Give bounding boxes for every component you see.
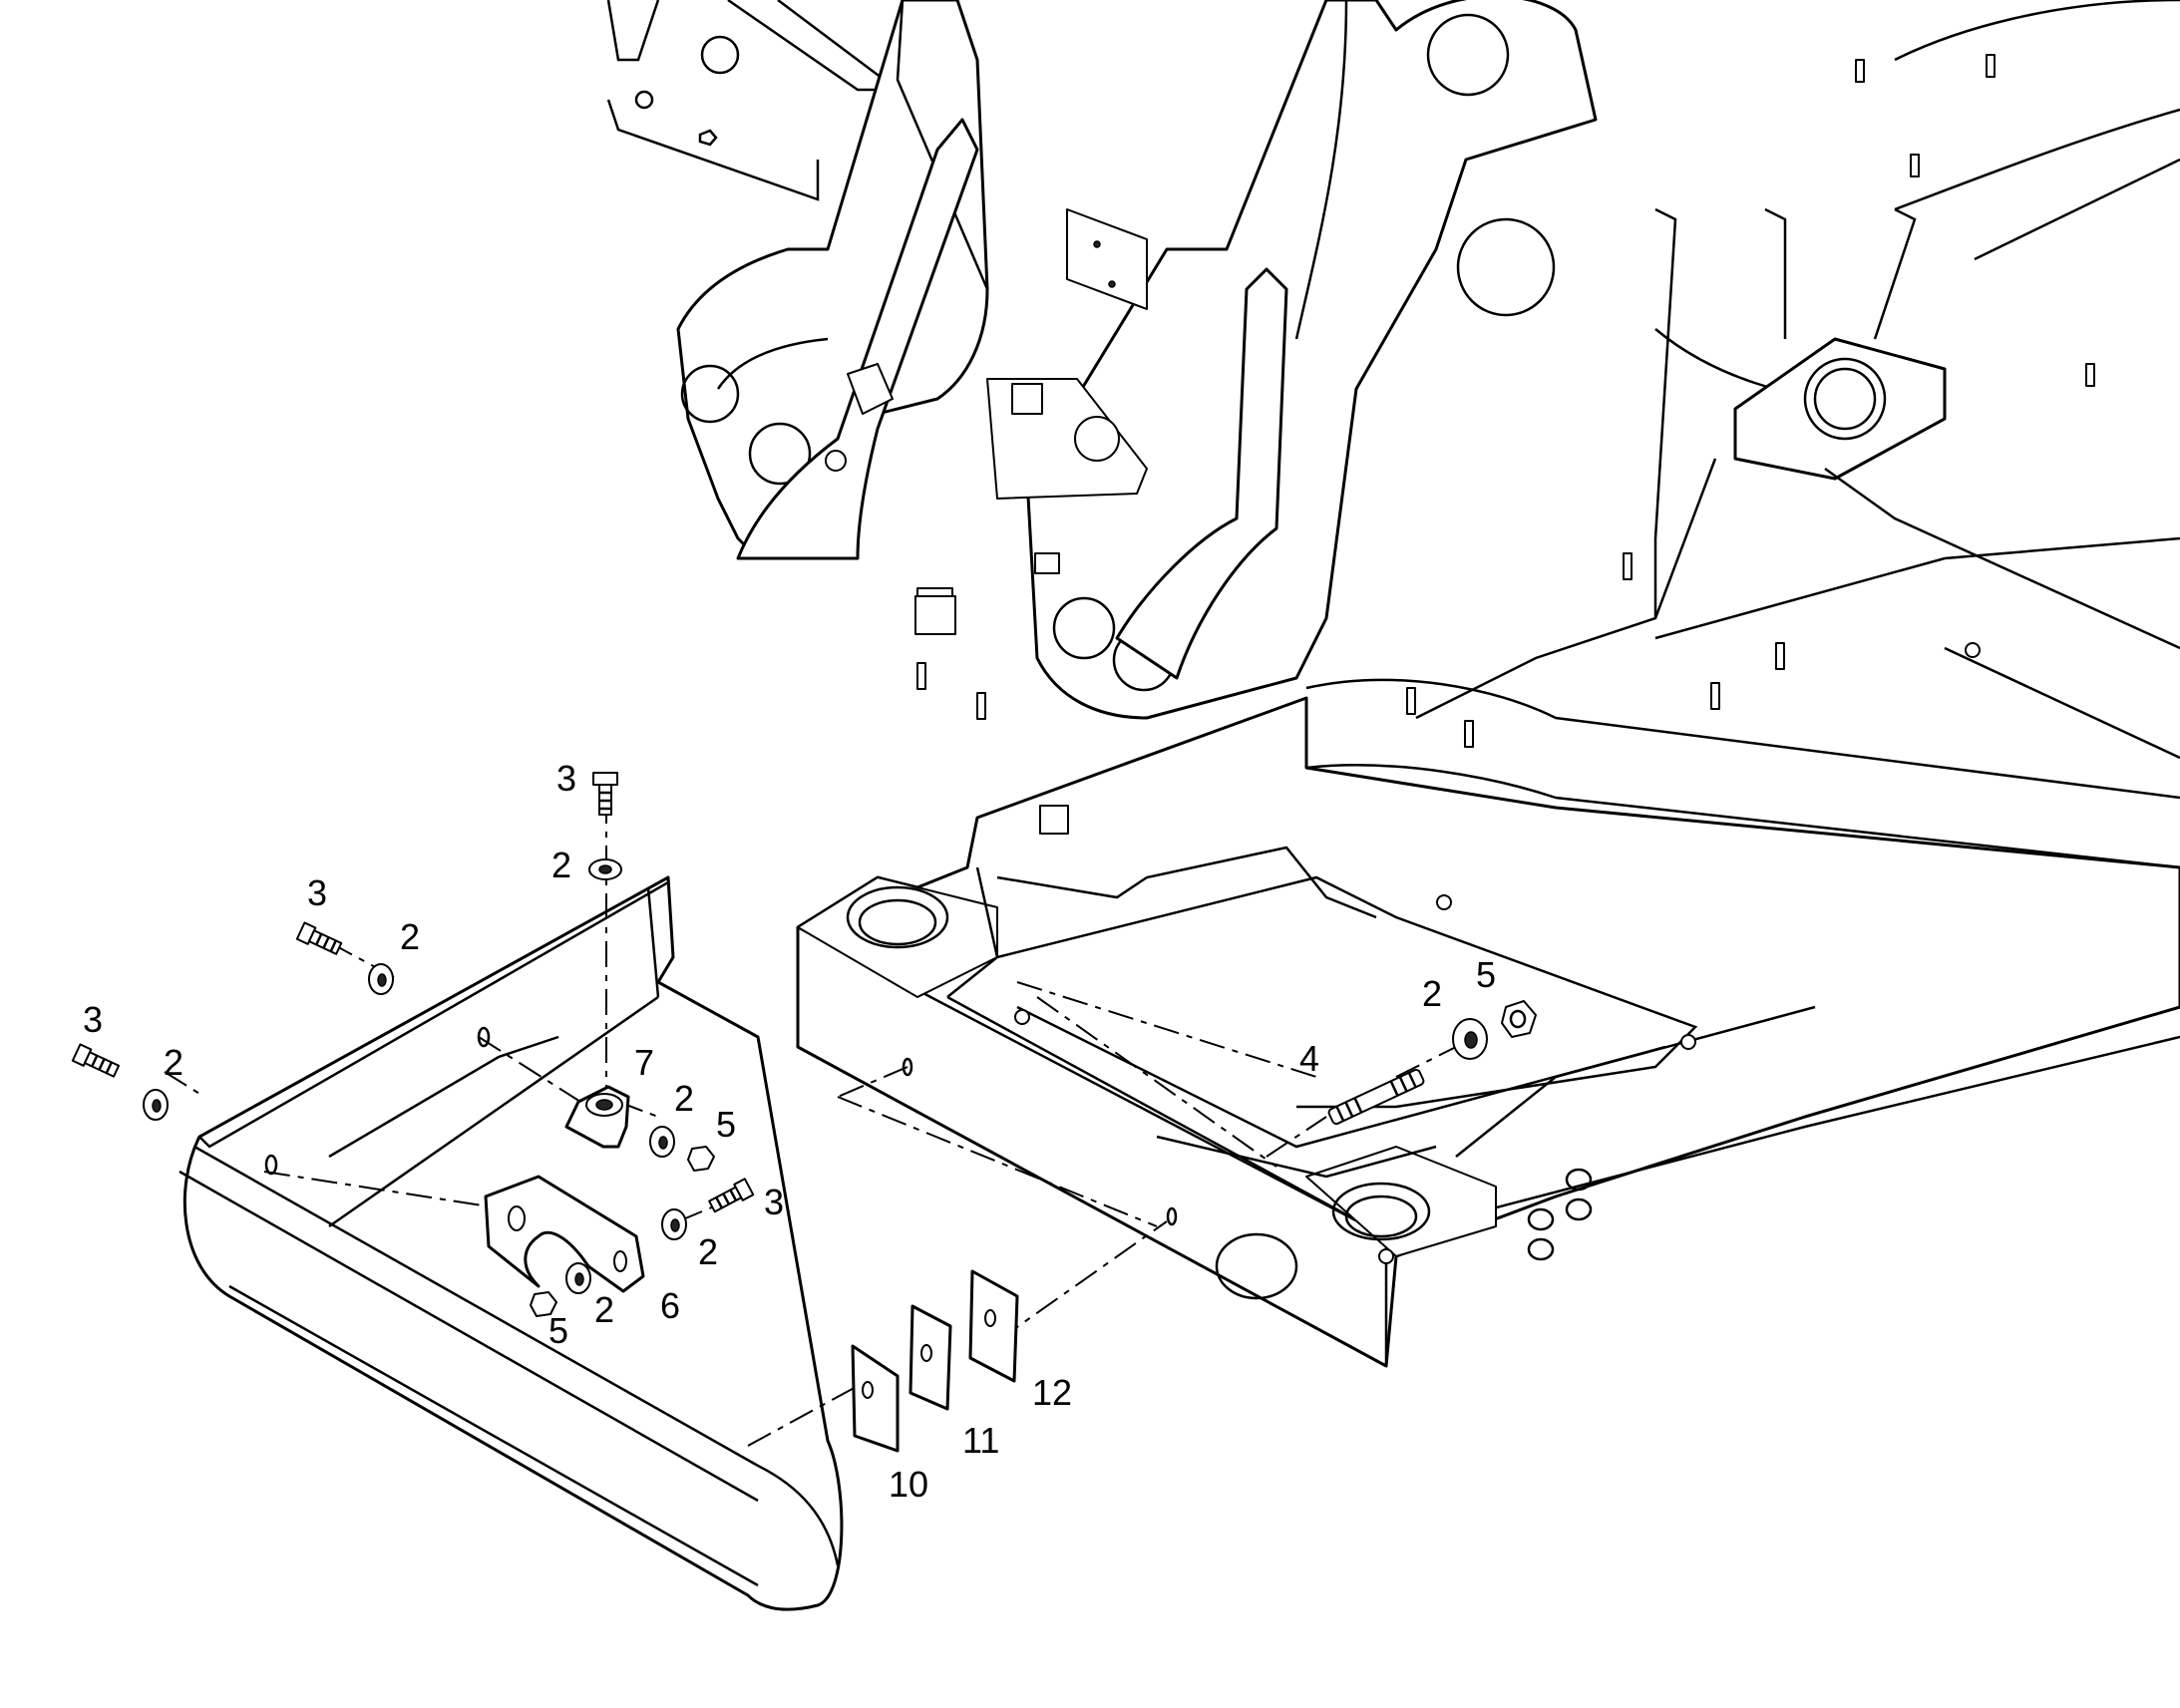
washer-part-2-stud <box>1452 1018 1488 1060</box>
label-part-3-right-bracket6: 3 <box>764 1182 784 1222</box>
label-part-5-stud: 5 <box>1476 954 1496 995</box>
label-part-2-stud: 2 <box>1422 973 1442 1014</box>
nut-part-5-bottom-bracket6 <box>530 1291 557 1317</box>
label-part-6: 6 <box>660 1285 680 1326</box>
shim-part-10 <box>851 1344 900 1453</box>
label-part-2-bracket7: 2 <box>674 1078 694 1119</box>
bracket-part-7 <box>564 1085 630 1149</box>
label-part-2-mid: 2 <box>400 916 420 957</box>
label-part-3-top: 3 <box>556 758 576 799</box>
washer-part-2-bracket7 <box>649 1126 675 1158</box>
shim-part-12 <box>968 1269 1019 1383</box>
stud-part-4 <box>1327 1068 1425 1126</box>
label-part-2-bottom-bracket6: 2 <box>594 1289 614 1330</box>
nut-part-5-stud <box>1501 1000 1537 1038</box>
bolt-part-3-mid <box>295 921 343 955</box>
label-part-5-bottom-bracket6: 5 <box>548 1310 568 1351</box>
label-part-5-bracket7: 5 <box>716 1104 736 1145</box>
callout-labels: 3 2 3 2 3 2 7 2 5 3 2 2 5 6 4 2 5 10 11 … <box>83 758 1496 1505</box>
label-part-2-top: 2 <box>551 845 571 885</box>
label-part-2-left: 2 <box>164 1042 183 1083</box>
bracket-part-6 <box>484 1175 645 1293</box>
shim-part-11 <box>908 1304 952 1411</box>
label-part-7: 7 <box>634 1042 654 1083</box>
label-part-4: 4 <box>1299 1038 1319 1079</box>
label-part-11: 11 <box>962 1420 999 1461</box>
main-frame <box>606 0 2180 1368</box>
label-part-12: 12 <box>1032 1372 1072 1413</box>
label-part-2-right-bracket6: 2 <box>698 1231 718 1272</box>
washer-part-2-bottom-bracket6 <box>565 1262 591 1294</box>
nut-part-5-bracket7 <box>687 1146 715 1172</box>
parts <box>71 772 1537 1453</box>
washer-part-2-mid <box>368 963 394 995</box>
washer-part-2-right-bracket6 <box>661 1208 687 1240</box>
bolt-part-3-right <box>708 1178 755 1213</box>
frame-bolts <box>914 54 2095 1264</box>
washer-part-2-top <box>588 858 622 880</box>
washer-part-2-left <box>143 1089 169 1121</box>
label-part-3-left: 3 <box>83 999 103 1040</box>
bolt-part-3-left <box>71 1043 121 1078</box>
label-part-10: 10 <box>889 1464 928 1505</box>
label-part-3-mid: 3 <box>307 872 327 913</box>
bolt-part-3-top <box>592 772 618 816</box>
